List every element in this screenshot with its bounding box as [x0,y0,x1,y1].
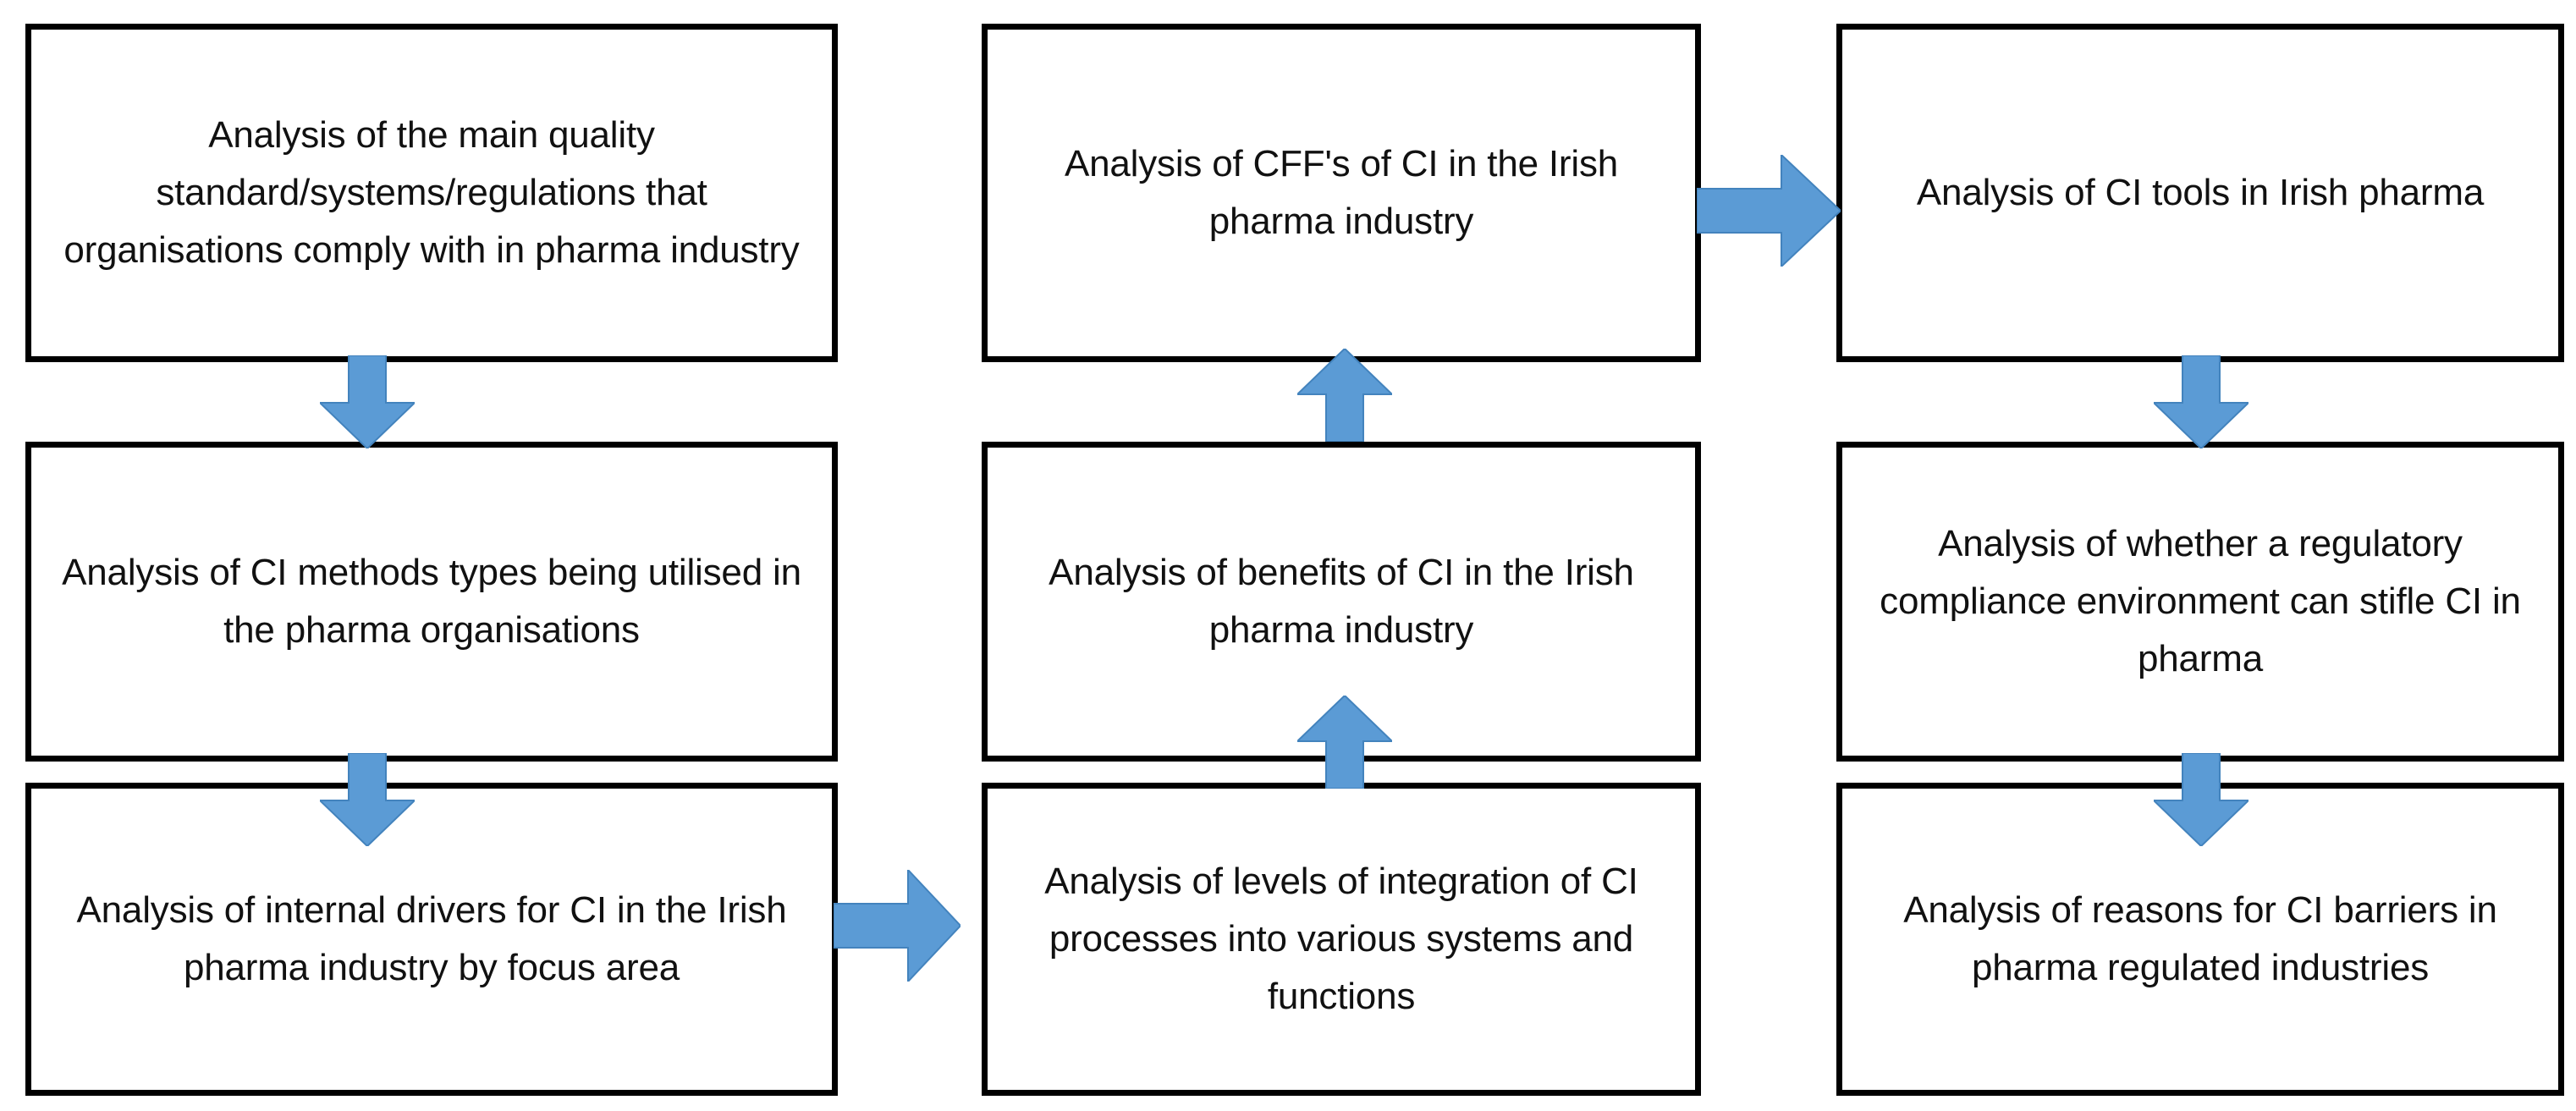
flow-node-middle-bottom[interactable]: Analysis of levels of integration of CI … [982,783,1701,1096]
arrow-down-icon [2154,753,2248,846]
flow-node-middle-top[interactable]: Analysis of CFF's of CI in the Irish pha… [982,24,1701,362]
arrow-down-icon [2154,355,2248,448]
flow-node-label: Analysis of benefits of CI in the Irish … [1049,551,1634,651]
flow-node-right-top[interactable]: Analysis of CI tools in Irish pharma [1836,24,2564,362]
arrow-up-icon [1297,696,1392,789]
flow-node-right-middle[interactable]: Analysis of whether a regulatory complia… [1836,442,2564,762]
flow-node-label: Analysis of CI tools in Irish pharma [1916,171,2485,213]
connector-left-middle-to-left-bottom [320,753,415,846]
flow-node-label: Analysis of CI methods types being utili… [62,551,801,651]
connector-left-bottom-to-middle-bottom [834,870,960,982]
arrow-right-icon [834,870,960,982]
arrow-up-icon [1297,349,1392,442]
connector-middle-top-to-right-top [1697,155,1841,267]
flow-node-left-middle[interactable]: Analysis of CI methods types being utili… [25,442,838,762]
arrow-right-icon [1697,155,1841,267]
flow-node-label: Analysis of the main quality standard/sy… [63,113,800,272]
flow-node-label: Analysis of reasons for CI barriers in p… [1903,888,2497,988]
flow-node-label: Analysis of levels of integration of CI … [1044,860,1638,1018]
connector-middle-bottom-to-middle-middle [1297,696,1392,789]
flow-node-label: Analysis of whether a regulatory complia… [1880,522,2521,680]
connector-left-top-to-left-middle [320,355,415,448]
flow-node-left-top[interactable]: Analysis of the main quality standard/sy… [25,24,838,362]
flow-node-label: Analysis of internal drivers for CI in t… [76,888,787,988]
connector-right-top-to-right-middle [2154,355,2248,448]
connector-middle-middle-to-middle-top [1297,349,1392,442]
arrow-down-icon [320,355,415,448]
arrow-down-icon [320,753,415,846]
flow-node-left-bottom[interactable]: Analysis of internal drivers for CI in t… [25,783,838,1096]
flow-node-label: Analysis of CFF's of CI in the Irish pha… [1064,142,1619,242]
connector-right-middle-to-right-bottom [2154,753,2248,846]
